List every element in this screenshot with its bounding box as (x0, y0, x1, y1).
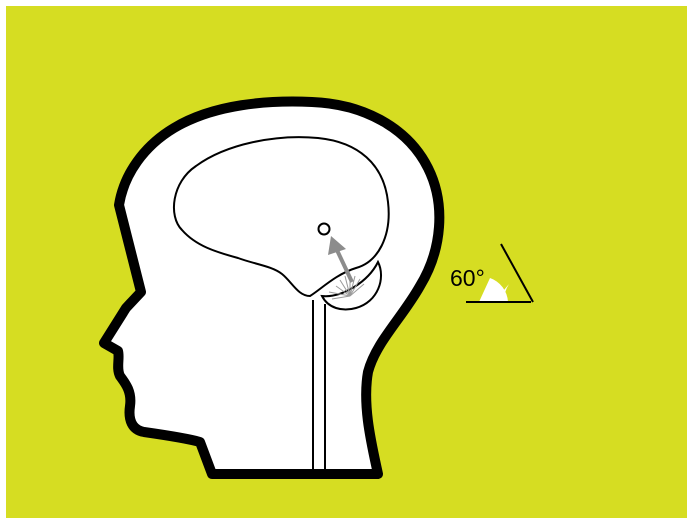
illustration-panel: 60° (6, 6, 687, 518)
angle-label: 60° (450, 265, 485, 291)
head-diagram: 60° (6, 6, 687, 518)
focal-point-circle (319, 224, 330, 235)
